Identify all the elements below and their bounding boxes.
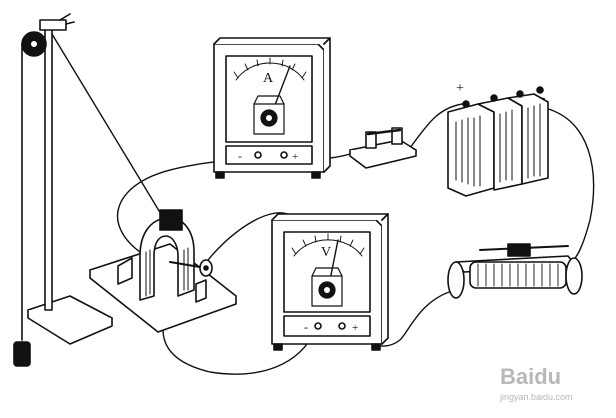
wire-ammeter-motor: [116, 159, 231, 259]
rheostat: [447, 243, 583, 299]
watermark-brand: Baidu: [500, 364, 561, 389]
watermark-sub: jingyan.baidu.com: [499, 392, 573, 402]
battery-plus-label: +: [456, 81, 464, 96]
voltmeter-plus-label: +: [352, 322, 358, 334]
ammeter-symbol: A: [263, 71, 274, 86]
ammeter-movement: [253, 95, 285, 135]
battery-cell: [507, 93, 549, 185]
voltmeter-terminal-panel: [283, 315, 371, 337]
ammeter-terminal-minus: [254, 151, 262, 159]
voltmeter-terminal-plus: [338, 322, 346, 330]
ammeter-minus-label: -: [238, 149, 242, 163]
wire-battery-rheostat: [544, 107, 595, 265]
voltmeter: V - +: [271, 213, 389, 351]
pulley-stand: [13, 13, 113, 367]
stand-pole: [44, 27, 53, 311]
rheostat-slider: [507, 243, 531, 257]
battery-cell: [447, 103, 495, 197]
knife-switch: [349, 127, 417, 169]
battery-pack: + -: [447, 81, 549, 197]
ammeter: A - +: [213, 37, 331, 179]
wire-switch-battery: [409, 103, 463, 149]
battery-minus-label: -: [540, 89, 545, 106]
voltmeter-symbol: V: [321, 245, 331, 260]
voltmeter-movement: [311, 267, 343, 307]
hanging-weight-icon: [13, 341, 31, 367]
electric-motor: [89, 209, 237, 333]
voltmeter-terminal-minus: [314, 322, 322, 330]
voltmeter-minus-label: -: [304, 320, 308, 334]
ammeter-plus-label: +: [292, 151, 298, 163]
watermark: Baidu jingyan.baidu.com: [499, 364, 573, 402]
ammeter-terminal-panel: [225, 145, 313, 165]
ammeter-terminal-plus: [280, 151, 288, 159]
